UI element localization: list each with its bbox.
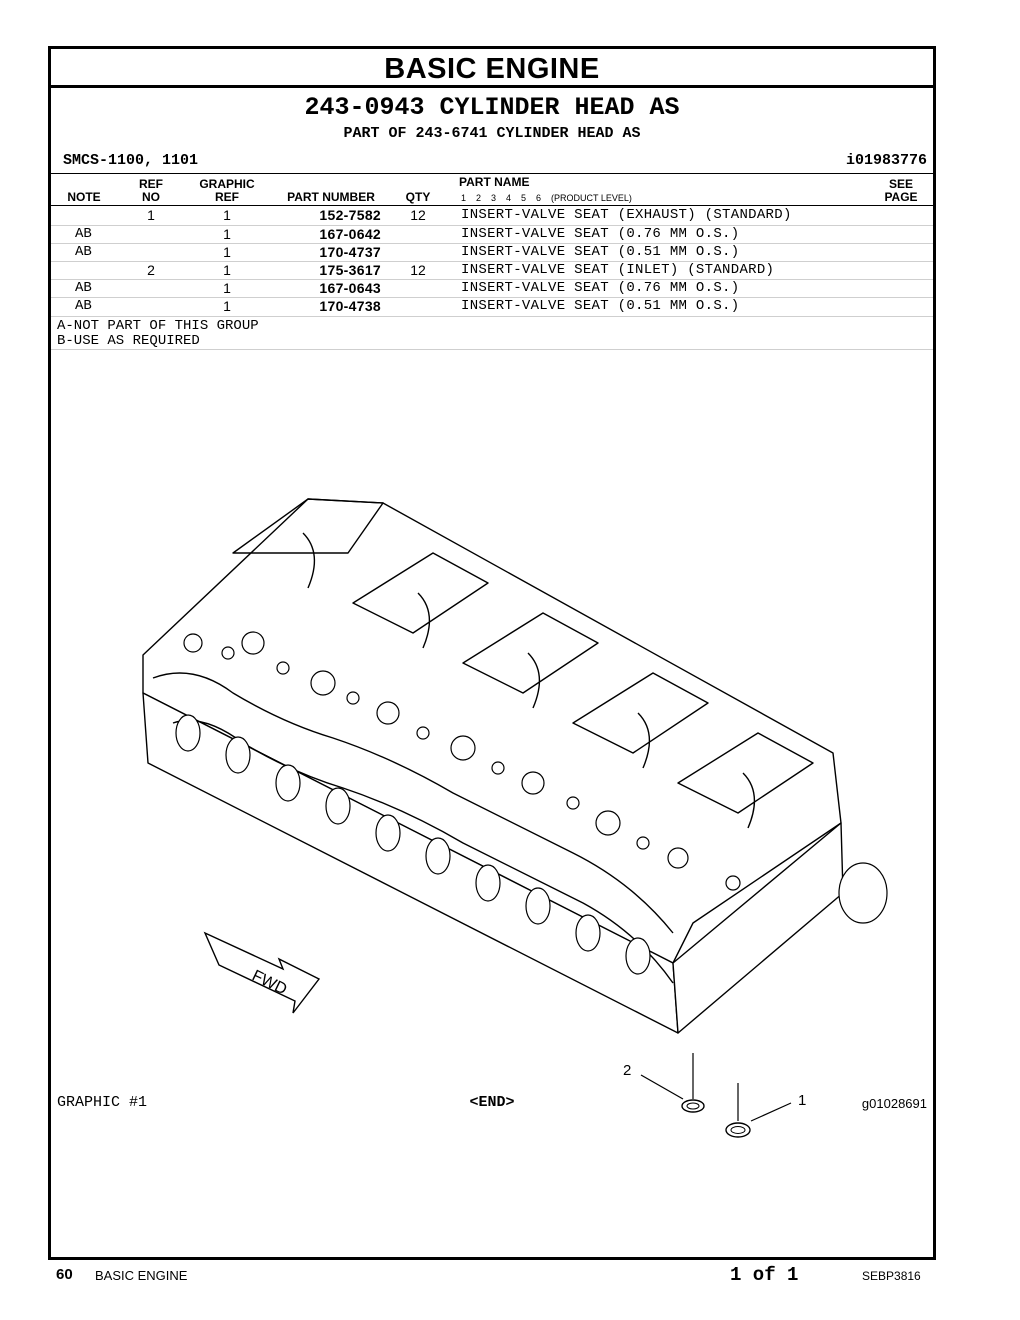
group-subtitle: PART OF 243-6741 CYLINDER HEAD AS: [343, 125, 641, 142]
row-divider: [51, 225, 933, 226]
row-part-number: 175-3617: [319, 262, 381, 278]
cylinder-head-illustration: FWD 2 1: [142, 498, 888, 1138]
section-title: BASIC ENGINE: [384, 53, 600, 85]
header-note: NOTE: [67, 190, 101, 204]
row-part-number: 167-0643: [319, 280, 381, 296]
row-graphic-ref: 1: [223, 262, 231, 278]
valve-seat-inlet-icon: [681, 1099, 705, 1113]
note-b: B-USE AS REQUIRED: [57, 333, 200, 349]
row-ref-no: 2: [147, 262, 155, 278]
header-part-number: PART NUMBER: [287, 190, 375, 204]
table-top-rule: [51, 173, 933, 174]
table-row: 2 1 175-3617 12 INSERT-VALVE SEAT (INLET…: [51, 261, 933, 279]
footer-doc-id: SEBP3816: [862, 1269, 921, 1283]
row-graphic-ref: 1: [223, 244, 231, 260]
row-note: AB: [75, 280, 92, 296]
page-frame: BASIC ENGINE 243-0943 CYLINDER HEAD AS P…: [48, 46, 936, 1260]
table-row: AB 1 170-4738 INSERT-VALVE SEAT (0.51 MM…: [51, 297, 933, 315]
table-row: AB 1 167-0643 INSERT-VALVE SEAT (0.76 MM…: [51, 279, 933, 297]
table-notes: A-NOT PART OF THIS GROUP B-USE AS REQUIR…: [57, 319, 259, 349]
table-row: AB 1 167-0642 INSERT-VALVE SEAT (0.76 MM…: [51, 225, 933, 243]
row-graphic-ref: 1: [223, 280, 231, 296]
row-part-number: 170-4738: [319, 298, 381, 314]
table-row: 1 1 152-7582 12 INSERT-VALVE SEAT (EXHAU…: [51, 206, 933, 224]
row-qty: 12: [410, 262, 426, 278]
footer-section: BASIC ENGINE: [95, 1268, 188, 1283]
header-see-page-bottom: PAGE: [884, 190, 918, 204]
row-part-number: 152-7582: [319, 207, 381, 223]
row-part-name: INSERT-VALVE SEAT (0.76 MM O.S.): [461, 226, 740, 242]
row-part-name: INSERT-VALVE SEAT (0.51 MM O.S.): [461, 298, 740, 314]
header-ref-no-top: REF: [139, 177, 163, 191]
header-qty: QTY: [405, 190, 431, 204]
graphic-label: GRAPHIC #1: [57, 1094, 148, 1111]
header-product-level: 1 2 3 4 5 6 (PRODUCT LEVEL): [461, 193, 632, 203]
header-graphic-ref-top: GRAPHIC: [199, 177, 255, 191]
row-part-name: INSERT-VALVE SEAT (EXHAUST) (STANDARD): [461, 207, 792, 223]
row-part-name: INSERT-VALVE SEAT (INLET) (STANDARD): [461, 262, 775, 278]
header-ref-no-bottom: NO: [142, 190, 160, 204]
row-divider: [51, 243, 933, 244]
row-part-number: 167-0642: [319, 226, 381, 242]
group-title: 243-0943 CYLINDER HEAD AS: [304, 93, 680, 122]
header-see-page-top: SEE: [888, 177, 913, 191]
callout-2: 2: [623, 1062, 631, 1079]
section-title-bar: BASIC ENGINE: [51, 49, 933, 88]
callout-1: 1: [798, 1092, 806, 1109]
table-row: AB 1 170-4737 INSERT-VALVE SEAT (0.51 MM…: [51, 243, 933, 261]
row-note: AB: [75, 226, 92, 242]
row-ref-no: 1: [147, 207, 155, 223]
note-a: A-NOT PART OF THIS GROUP: [57, 318, 259, 334]
notes-divider: [51, 349, 933, 350]
footer-page-number: 60: [56, 1266, 73, 1283]
header-graphic-ref-bottom: REF: [215, 190, 239, 204]
smcs-code: SMCS-1100, 1101: [63, 152, 199, 169]
row-graphic-ref: 1: [223, 226, 231, 242]
row-divider: [51, 297, 933, 298]
row-part-name: INSERT-VALVE SEAT (0.76 MM O.S.): [461, 280, 740, 296]
valve-seat-exhaust-icon: [725, 1122, 751, 1138]
illustration-id: i01983776: [845, 152, 927, 169]
header-part-name: PART NAME: [459, 175, 530, 189]
row-divider: [51, 316, 933, 317]
row-note: AB: [75, 244, 92, 260]
row-qty: 12: [410, 207, 426, 223]
row-graphic-ref: 1: [223, 298, 231, 314]
row-divider: [51, 261, 933, 262]
row-divider: [51, 279, 933, 280]
row-note: AB: [75, 298, 92, 314]
end-marker: <END>: [469, 1094, 515, 1111]
row-part-number: 170-4737: [319, 244, 381, 260]
table-header-rule: [51, 205, 933, 206]
row-graphic-ref: 1: [223, 207, 231, 223]
footer-page-of: 1 of 1: [730, 1264, 799, 1286]
row-part-name: INSERT-VALVE SEAT (0.51 MM O.S.): [461, 244, 740, 260]
graphic-id: g01028691: [861, 1096, 927, 1111]
